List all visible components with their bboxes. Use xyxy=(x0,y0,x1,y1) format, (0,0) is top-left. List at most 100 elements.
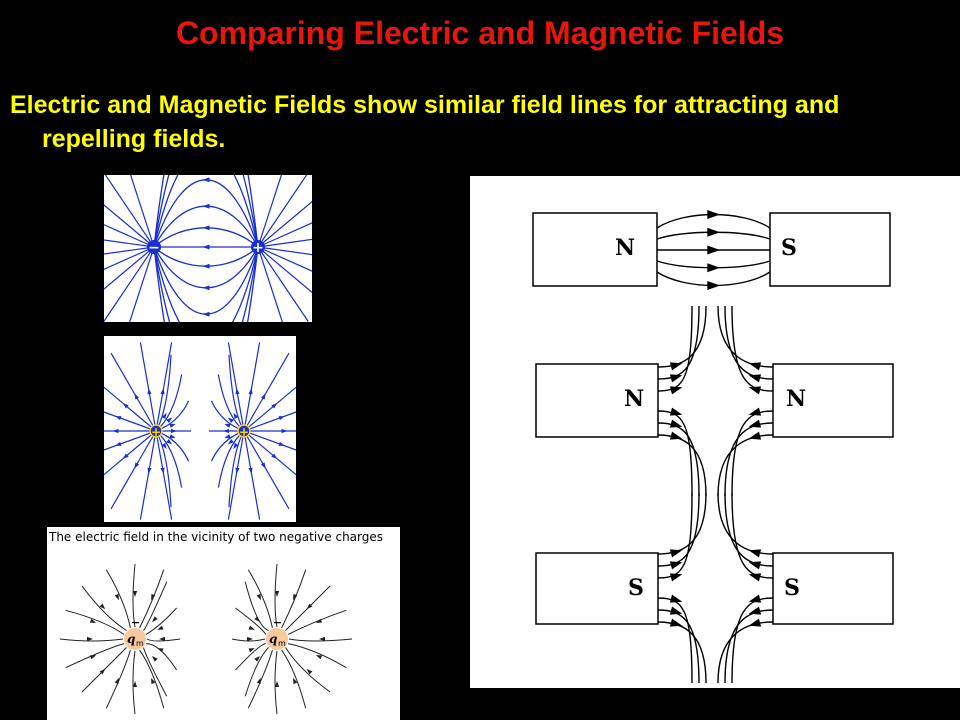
repelling-arrow-icon xyxy=(748,386,762,395)
like-charges-arrow-icon xyxy=(169,423,176,428)
like-charges-arrow-icon xyxy=(233,442,239,450)
negative-charges-field-line xyxy=(247,649,273,709)
like-charges-arrow-icon xyxy=(169,434,176,439)
negative-charges-arrow-icon xyxy=(157,648,164,653)
repelling-arrow-icon xyxy=(669,431,683,440)
like-charges-arrow-icon xyxy=(227,417,234,423)
dipole-field-line xyxy=(153,246,259,322)
magnet-3-left-pole: S xyxy=(628,575,644,601)
like-charges-arrow-icon xyxy=(122,403,129,409)
negative-charges-field-line xyxy=(244,581,269,631)
dipole-outer-line xyxy=(257,246,312,272)
attracting-arrow-icon xyxy=(707,210,721,219)
dipole-arrow-icon xyxy=(202,285,210,291)
magnet-1-right xyxy=(769,212,891,287)
like-charges-field-line xyxy=(243,352,290,432)
repelling-arrow-icon xyxy=(669,561,683,570)
negative-charges-arrow-icon xyxy=(248,625,255,630)
like-charges-arrow-icon xyxy=(278,441,285,446)
like-charges-arrow-icon xyxy=(166,417,173,423)
repelling-field-line xyxy=(717,305,774,368)
dipole-outer-line xyxy=(257,246,309,322)
dipole-outer-line xyxy=(104,246,155,270)
attracting-arrow-icon xyxy=(707,227,721,237)
negative-charges-field-line xyxy=(146,638,181,642)
dipole-outer-line xyxy=(257,222,312,248)
negative-charges-arrow-icon xyxy=(159,636,165,642)
negative-charges-field-line xyxy=(81,585,127,631)
negative-charges-field-line xyxy=(139,649,165,709)
negative-charges-field-line xyxy=(132,563,136,628)
like-charges-field-line xyxy=(155,430,173,520)
repelling-arrow-icon xyxy=(669,386,683,395)
repelling-field-line xyxy=(657,305,700,380)
negative-charges-arrow-icon xyxy=(315,618,323,623)
negative-charges-field-line xyxy=(132,650,136,715)
attracting-arrow-icon xyxy=(707,281,721,290)
negative-charges-field-line xyxy=(143,581,168,631)
dipole-arrow-icon xyxy=(202,225,210,231)
left-charge-bar: − xyxy=(131,616,140,629)
magnet-2-left-pole: N xyxy=(624,386,644,412)
like-charges-arrow-icon xyxy=(260,393,266,400)
dipole-outer-line xyxy=(129,246,155,322)
repelling-arrow-icon xyxy=(748,407,762,416)
negative-charges-field-line xyxy=(285,585,331,631)
magnet-1-left-pole: N xyxy=(615,235,635,261)
negative-charges-arrow-icon xyxy=(99,603,106,610)
repelling-field-line xyxy=(724,609,774,684)
dipole-outer-line xyxy=(104,239,155,248)
repelling-field-line xyxy=(657,434,707,497)
repelling-field-line xyxy=(724,305,774,380)
dipole-outer-line xyxy=(104,175,155,248)
dipole-outer-line xyxy=(257,200,312,248)
like-charges-arrow-icon xyxy=(161,442,167,450)
negative-charges-caption: The electric field in the vicinity of tw… xyxy=(49,530,383,544)
left-negative-charge-icon xyxy=(124,628,146,650)
negative-charges-field-line xyxy=(274,650,278,715)
repelling-field-line xyxy=(657,621,707,684)
like-charges-field-line xyxy=(139,342,157,432)
negative-charges-field-line xyxy=(105,569,131,629)
like-charges-field-line xyxy=(155,342,173,432)
repelling-field-line xyxy=(731,492,774,579)
negative-charges-field-line xyxy=(281,569,307,629)
repelling-arrow-icon xyxy=(669,594,683,603)
negative-charges-arrow-icon xyxy=(151,655,158,662)
dipole-outer-line xyxy=(257,246,284,322)
repelling-field-line xyxy=(717,621,774,684)
like-charges-arrow-icon xyxy=(115,416,122,421)
like-charges-arrow-icon xyxy=(161,412,167,420)
positive-charge-icon xyxy=(251,240,265,254)
repelling-arrow-icon xyxy=(748,419,762,428)
repelling-field-line xyxy=(657,305,693,392)
negative-charges-field-line xyxy=(288,638,353,642)
negative-charges-field-lines: − q m − q m xyxy=(59,563,353,715)
negative-charges-arrow-icon xyxy=(151,593,156,601)
negative-charges-arrow-icon xyxy=(293,677,298,685)
dipole-outer-line xyxy=(104,246,155,290)
right-charge-label: q xyxy=(269,632,277,646)
repelling-field-line xyxy=(657,597,693,684)
magnet-2-right xyxy=(772,363,894,438)
negative-charges-arrow-icon xyxy=(274,591,280,597)
repelling-arrow-icon xyxy=(669,606,683,615)
negative-charges-field-line xyxy=(285,647,331,693)
like-charges-arrow-icon xyxy=(278,416,285,421)
negative-charges-field-line xyxy=(287,643,347,669)
repelling-field-line xyxy=(657,492,707,555)
like-charges-field-line xyxy=(243,430,296,476)
magnet-2-right-pole: N xyxy=(786,386,806,412)
negative-charges-field-line xyxy=(139,569,165,629)
left-charge-sign: + xyxy=(151,425,161,439)
bar-magnets-field-lines: N S N N S S xyxy=(532,210,894,684)
dipole-arrow-icon xyxy=(202,203,210,209)
magnet-3-right-pole: S xyxy=(784,575,800,601)
like-charges-field-line xyxy=(110,430,157,510)
negative-charges-arrow-icon xyxy=(306,668,313,675)
like-charges-arrow-icon xyxy=(271,403,278,409)
dipole-arrow-icon xyxy=(202,177,210,183)
dipole-field-lines: − + xyxy=(104,175,312,322)
negative-charges-arrow-icon xyxy=(256,593,261,601)
like-charges-field-line xyxy=(104,430,157,451)
